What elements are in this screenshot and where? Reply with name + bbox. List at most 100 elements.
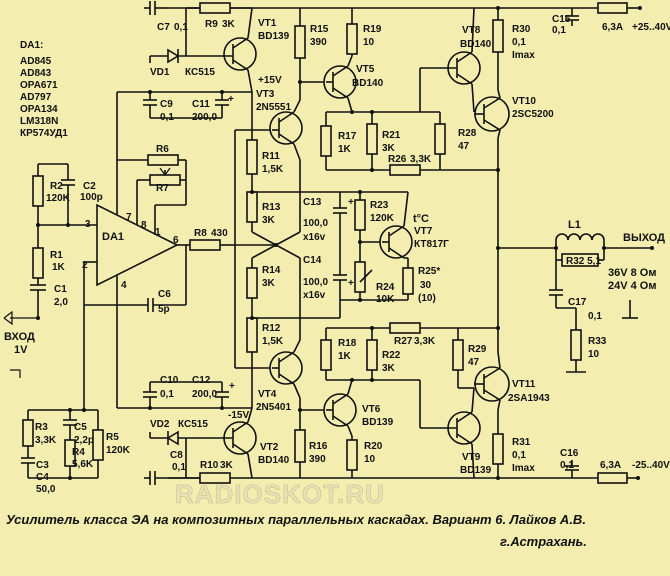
r30-name: R30 bbox=[512, 24, 531, 35]
r15-name: R15 bbox=[310, 24, 329, 35]
r8-value: 430 bbox=[211, 228, 228, 239]
transistor-vt11[interactable] bbox=[474, 351, 510, 411]
r27-value: 3,3K bbox=[414, 336, 436, 347]
r25-name: R25* bbox=[418, 266, 440, 277]
vt1-name: VT1 bbox=[258, 18, 277, 29]
opamp-pin-1: 1 bbox=[155, 227, 161, 238]
offset-trim bbox=[117, 154, 187, 206]
c12-name: C12 bbox=[192, 375, 211, 386]
transistor-vt10[interactable] bbox=[474, 89, 510, 352]
r17-value: 1K bbox=[338, 144, 352, 155]
r2-name: R2 bbox=[50, 181, 63, 192]
vt10-type: 2SC5200 bbox=[512, 109, 554, 120]
c6-value: 5p bbox=[158, 304, 170, 315]
transistor-vt9[interactable] bbox=[419, 380, 481, 479]
transistor-vt2[interactable] bbox=[186, 407, 257, 479]
opamp-option: OPA671 bbox=[20, 80, 58, 91]
capacitor-c9 bbox=[143, 92, 157, 118]
r30-imax: Imax bbox=[512, 50, 535, 61]
vt7-name: VT7 bbox=[414, 226, 433, 237]
r4-name: R4 bbox=[72, 447, 85, 458]
opamp-da1-label: DA1 bbox=[102, 231, 124, 243]
transistor-vt3[interactable] bbox=[269, 99, 303, 192]
opamp-option: AD843 bbox=[20, 68, 52, 79]
c11-value: 200,0 bbox=[192, 112, 217, 123]
fuse-top bbox=[597, 2, 628, 14]
c8-value: 0,1 bbox=[172, 462, 186, 473]
transistor-vt5[interactable] bbox=[323, 55, 357, 113]
r29-value: 47 bbox=[468, 357, 480, 368]
vt9-name: VT9 bbox=[462, 452, 481, 463]
r22-name: R22 bbox=[382, 350, 401, 361]
caption-line2: г.Астрахань. bbox=[500, 534, 587, 549]
vt8-name: VT8 bbox=[462, 25, 481, 36]
resistor-r22 bbox=[366, 326, 378, 382]
r5-value: 120K bbox=[106, 445, 131, 456]
vt5-type: BD140 bbox=[352, 78, 384, 89]
c16-value: 0,1 bbox=[560, 460, 574, 471]
supply-bottom-voltage: -25..40V bbox=[632, 460, 670, 471]
r31-imax: Imax bbox=[512, 463, 535, 474]
output-label: ВЫХОД bbox=[623, 232, 665, 244]
resistor-r28 bbox=[434, 112, 446, 170]
r29-name: R29 bbox=[468, 344, 487, 355]
c7-value: 0,1 bbox=[174, 22, 188, 33]
capacitor-c14 bbox=[299, 245, 347, 319]
c14-name: C14 bbox=[303, 255, 322, 266]
resistor-r9 bbox=[185, 2, 252, 56]
r9-name: R9 bbox=[205, 19, 218, 30]
c6-name: C6 bbox=[158, 289, 171, 300]
c4-value: 50,0 bbox=[36, 484, 56, 495]
vd2-name: VD2 bbox=[150, 419, 170, 430]
pos-rail-label: +15V bbox=[258, 75, 282, 86]
opamp-list: DA1: AD845 AD843 OPA671 AD797 OPA134 LM3… bbox=[20, 40, 68, 139]
resistor-r30 bbox=[492, 6, 504, 90]
r13-value: 3K bbox=[262, 215, 276, 226]
neg-rail-label: -15V bbox=[228, 410, 249, 421]
r27-name: R27 bbox=[394, 336, 413, 347]
transistor-vt8[interactable] bbox=[419, 7, 481, 113]
transistor-vt7[interactable] bbox=[379, 191, 413, 259]
resistor-r21 bbox=[366, 110, 378, 172]
fuse-top-label: 6,3A bbox=[602, 22, 623, 33]
vt5-name: VT5 bbox=[356, 64, 375, 75]
c4-name: C4 bbox=[36, 472, 49, 483]
opamp-pin-4: 4 bbox=[121, 280, 127, 291]
c13-name: C13 bbox=[303, 197, 322, 208]
r12-name: R12 bbox=[262, 323, 281, 334]
c12-plus: + bbox=[229, 381, 235, 392]
c10-name: C10 bbox=[160, 375, 179, 386]
r13-name: R13 bbox=[262, 202, 281, 213]
opamp-pin-7: 7 bbox=[126, 212, 132, 223]
transistor-vt4[interactable] bbox=[269, 318, 303, 399]
r28-value: 47 bbox=[458, 141, 470, 152]
opamp-option: AD845 bbox=[20, 56, 52, 67]
r26-name: R26 bbox=[388, 154, 407, 165]
input-connector[interactable] bbox=[3, 310, 38, 378]
resistor-r26 bbox=[389, 164, 500, 176]
r15-value: 390 bbox=[310, 37, 327, 48]
capacitor-c8 bbox=[144, 471, 200, 485]
c14-plus: + bbox=[348, 278, 354, 289]
resistor-r17 bbox=[320, 110, 420, 171]
opamp-list-title: DA1: bbox=[20, 40, 43, 51]
c5-value: 2,2p bbox=[74, 435, 94, 446]
c9-name: C9 bbox=[160, 99, 173, 110]
vt1-type: BD139 bbox=[258, 31, 290, 42]
r21-name: R21 bbox=[382, 130, 401, 141]
transistor-vt6[interactable] bbox=[323, 379, 357, 437]
r6-name: R6 bbox=[156, 144, 169, 155]
r22-value: 3K bbox=[382, 363, 396, 374]
c14-value: 100,0 bbox=[303, 277, 328, 288]
driver-column bbox=[234, 92, 301, 408]
r19-value: 10 bbox=[363, 37, 375, 48]
vt4-type: 2N5401 bbox=[256, 402, 291, 413]
vt7-type: КТ817Г bbox=[414, 239, 449, 250]
resistor-r10 bbox=[199, 472, 231, 484]
transistor-vt1[interactable] bbox=[186, 7, 257, 93]
capacitor-c10 bbox=[143, 382, 157, 408]
vd1-name: VD1 bbox=[150, 67, 170, 78]
vt3-name: VT3 bbox=[256, 89, 275, 100]
r21-value: 3K bbox=[382, 143, 396, 154]
